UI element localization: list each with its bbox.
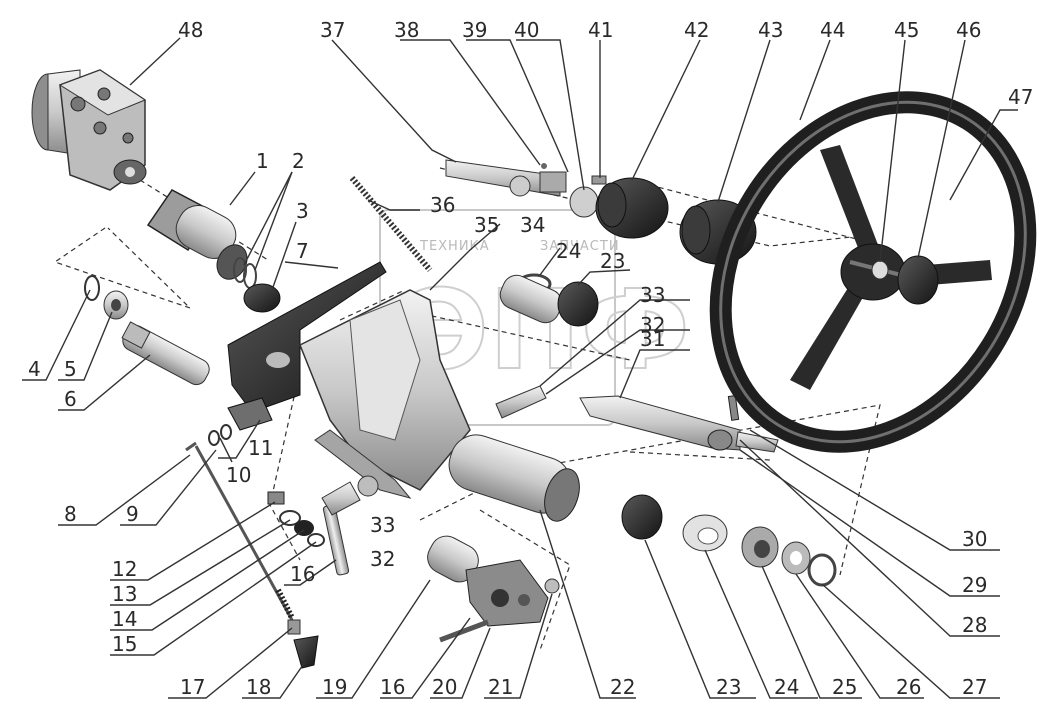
label-9: 9 bbox=[126, 502, 139, 526]
label-15: 15 bbox=[112, 632, 137, 656]
leader-lines bbox=[22, 37, 1018, 699]
label-25: 25 bbox=[832, 675, 857, 699]
part-23-bushing-lower bbox=[621, 494, 663, 540]
label-16-left: 16 bbox=[290, 562, 315, 586]
label-39: 39 bbox=[462, 18, 487, 42]
label-41: 41 bbox=[588, 18, 613, 42]
part-22-column-tube bbox=[448, 434, 580, 522]
part-31-lever bbox=[579, 395, 741, 451]
part-38-40-shaft-parts bbox=[509, 163, 607, 218]
label-28: 28 bbox=[962, 613, 987, 637]
label-22: 22 bbox=[610, 675, 635, 699]
label-32-right: 32 bbox=[640, 313, 665, 337]
part-36-spring bbox=[349, 176, 433, 272]
part-26-washer bbox=[781, 541, 811, 575]
part-1-flange-sleeve bbox=[146, 189, 248, 280]
label-40: 40 bbox=[514, 18, 539, 42]
watermark-text-1: ТЕХНИКА bbox=[419, 239, 490, 254]
label-42: 42 bbox=[684, 18, 709, 42]
part-5-bearing bbox=[103, 290, 129, 320]
label-27: 27 bbox=[962, 675, 987, 699]
label-1: 1 bbox=[256, 149, 269, 173]
label-45: 45 bbox=[894, 18, 919, 42]
part-column-bracket-frame bbox=[299, 289, 471, 499]
part-3-rubber-bushing bbox=[243, 283, 281, 313]
label-24-bottom: 24 bbox=[774, 675, 799, 699]
label-34: 34 bbox=[520, 213, 545, 237]
part-21-switch-body bbox=[465, 559, 549, 627]
label-14: 14 bbox=[112, 607, 137, 631]
part-16-bolt bbox=[322, 504, 350, 576]
part-7-bracket-plate bbox=[227, 261, 387, 413]
assembly-axis-lines bbox=[53, 167, 881, 651]
label-31: 31 bbox=[640, 327, 665, 351]
part-27-ring bbox=[807, 553, 837, 587]
label-10: 10 bbox=[226, 463, 251, 487]
part-4-retaining-ring bbox=[84, 275, 100, 301]
label-24-top: 24 bbox=[556, 239, 581, 263]
label-33-right: 33 bbox=[640, 283, 665, 307]
label-43: 43 bbox=[758, 18, 783, 42]
label-44: 44 bbox=[820, 18, 845, 42]
label-18: 18 bbox=[246, 675, 271, 699]
part-47-center-cap bbox=[897, 255, 939, 305]
part-48-steering-unit bbox=[31, 69, 147, 191]
part-37-upper-shaft bbox=[445, 159, 561, 197]
label-2: 2 bbox=[292, 149, 305, 173]
part-8-pin bbox=[185, 441, 197, 452]
label-23-top: 23 bbox=[600, 249, 625, 273]
label-16-bottom: 16 bbox=[380, 675, 405, 699]
part-23-bushing-upper bbox=[557, 281, 599, 327]
label-20: 20 bbox=[432, 675, 457, 699]
label-4: 4 bbox=[28, 357, 41, 381]
label-7: 7 bbox=[296, 239, 309, 263]
label-48: 48 bbox=[178, 18, 203, 42]
part-24-washer-lower bbox=[682, 514, 728, 552]
part-10-washers bbox=[208, 424, 232, 446]
callout-labels: 48 1 2 3 7 4 5 6 8 9 10 11 12 13 14 15 1… bbox=[28, 18, 1033, 699]
label-29: 29 bbox=[962, 573, 987, 597]
part-21-nut bbox=[544, 578, 560, 594]
label-47: 47 bbox=[1008, 85, 1033, 109]
label-13: 13 bbox=[112, 582, 137, 606]
label-37: 37 bbox=[320, 18, 345, 42]
label-30: 30 bbox=[962, 527, 987, 551]
part-25-nut-lower bbox=[741, 526, 779, 568]
label-36: 36 bbox=[430, 193, 455, 217]
part-42-bushing bbox=[595, 177, 669, 239]
label-11: 11 bbox=[248, 436, 273, 460]
label-32-left: 32 bbox=[370, 547, 395, 571]
label-21: 21 bbox=[488, 675, 513, 699]
label-26: 26 bbox=[896, 675, 921, 699]
part-9-tie-rod bbox=[194, 445, 295, 621]
label-6: 6 bbox=[64, 387, 77, 411]
part-11-lever-bracket bbox=[227, 397, 273, 431]
part-12-15-fasteners bbox=[267, 491, 325, 547]
label-38: 38 bbox=[394, 18, 419, 42]
label-46: 46 bbox=[956, 18, 981, 42]
label-17: 17 bbox=[180, 675, 205, 699]
label-19: 19 bbox=[322, 675, 347, 699]
part-20-screw bbox=[439, 619, 489, 643]
label-5: 5 bbox=[64, 357, 77, 381]
label-8: 8 bbox=[64, 502, 77, 526]
label-23-bottom: 23 bbox=[716, 675, 741, 699]
label-12: 12 bbox=[112, 557, 137, 581]
label-3: 3 bbox=[296, 199, 309, 223]
part-32-pin-right bbox=[495, 385, 547, 419]
part-18-knob bbox=[293, 635, 319, 669]
label-33-left: 33 bbox=[370, 513, 395, 537]
part-17-spring bbox=[287, 619, 301, 635]
watermark-text-2: ЗАПЧАСТИ bbox=[540, 239, 620, 254]
label-35: 35 bbox=[474, 213, 499, 237]
part-33-nut bbox=[357, 475, 379, 497]
part-6-splined-shaft bbox=[121, 321, 210, 386]
part-32-bolt bbox=[321, 481, 361, 516]
